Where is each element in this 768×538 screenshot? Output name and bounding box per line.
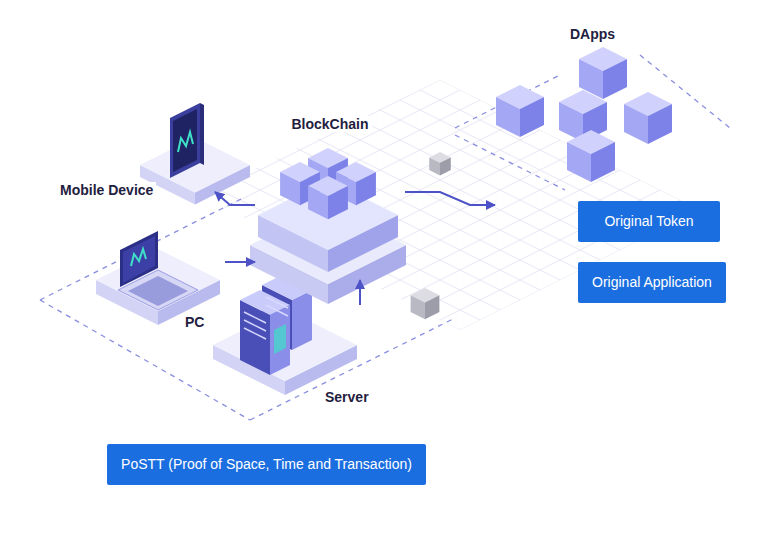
server-node: Server [205, 305, 380, 410]
flow-arrow [405, 192, 495, 205]
blockchain-cubes [280, 148, 376, 219]
box-label: PoSTT (Proof of Space, Time and Transact… [121, 456, 412, 473]
node-label: Mobile Device [57, 182, 156, 198]
server-rack [274, 324, 286, 354]
flow-arrow [215, 192, 255, 205]
laptop [118, 231, 198, 310]
laptop [123, 236, 155, 283]
consensus-box: PoSTT (Proof of Space, Time and Transact… [107, 444, 426, 485]
dapp-cubes [496, 47, 672, 182]
box-label: Original Application [592, 274, 712, 291]
dapp-cubes [496, 85, 544, 137]
flow-arrow [225, 261, 255, 263]
dapp-cubes [567, 130, 615, 182]
server-rack [240, 290, 290, 315]
node-label: Server [322, 389, 372, 405]
node-label: PC [182, 314, 207, 330]
laptop [120, 231, 158, 287]
dapp-cubes [579, 47, 627, 99]
device-node: Mobile Device [55, 95, 215, 202]
mobile-phone [170, 103, 200, 178]
node-label: DApps [567, 26, 618, 42]
box-label: Original Token [604, 213, 693, 230]
dashed-region [40, 55, 730, 420]
dashed-region [455, 135, 565, 190]
mobile-phone [200, 103, 204, 165]
device-node: PC [90, 225, 225, 334]
application-box: Original Application [578, 262, 726, 303]
data-packet [411, 288, 440, 319]
dapps-group: DApps [495, 22, 690, 217]
blockchain-node: BlockChain [255, 112, 405, 280]
blockchain-cubes [308, 176, 348, 219]
server-rack [266, 305, 288, 316]
server-rack [292, 290, 312, 350]
mobile-phone [173, 109, 197, 172]
data-packet [411, 152, 451, 319]
token-box: Original Token [578, 201, 720, 242]
dapp-cubes [624, 92, 672, 144]
node-label: BlockChain [288, 116, 371, 132]
mobile-phone [178, 132, 193, 152]
mobile-phone [170, 103, 204, 178]
laptop [131, 249, 146, 266]
server-rack [244, 328, 266, 339]
flow-arrow [359, 280, 361, 305]
data-packet [429, 152, 451, 175]
laptop [128, 276, 188, 306]
